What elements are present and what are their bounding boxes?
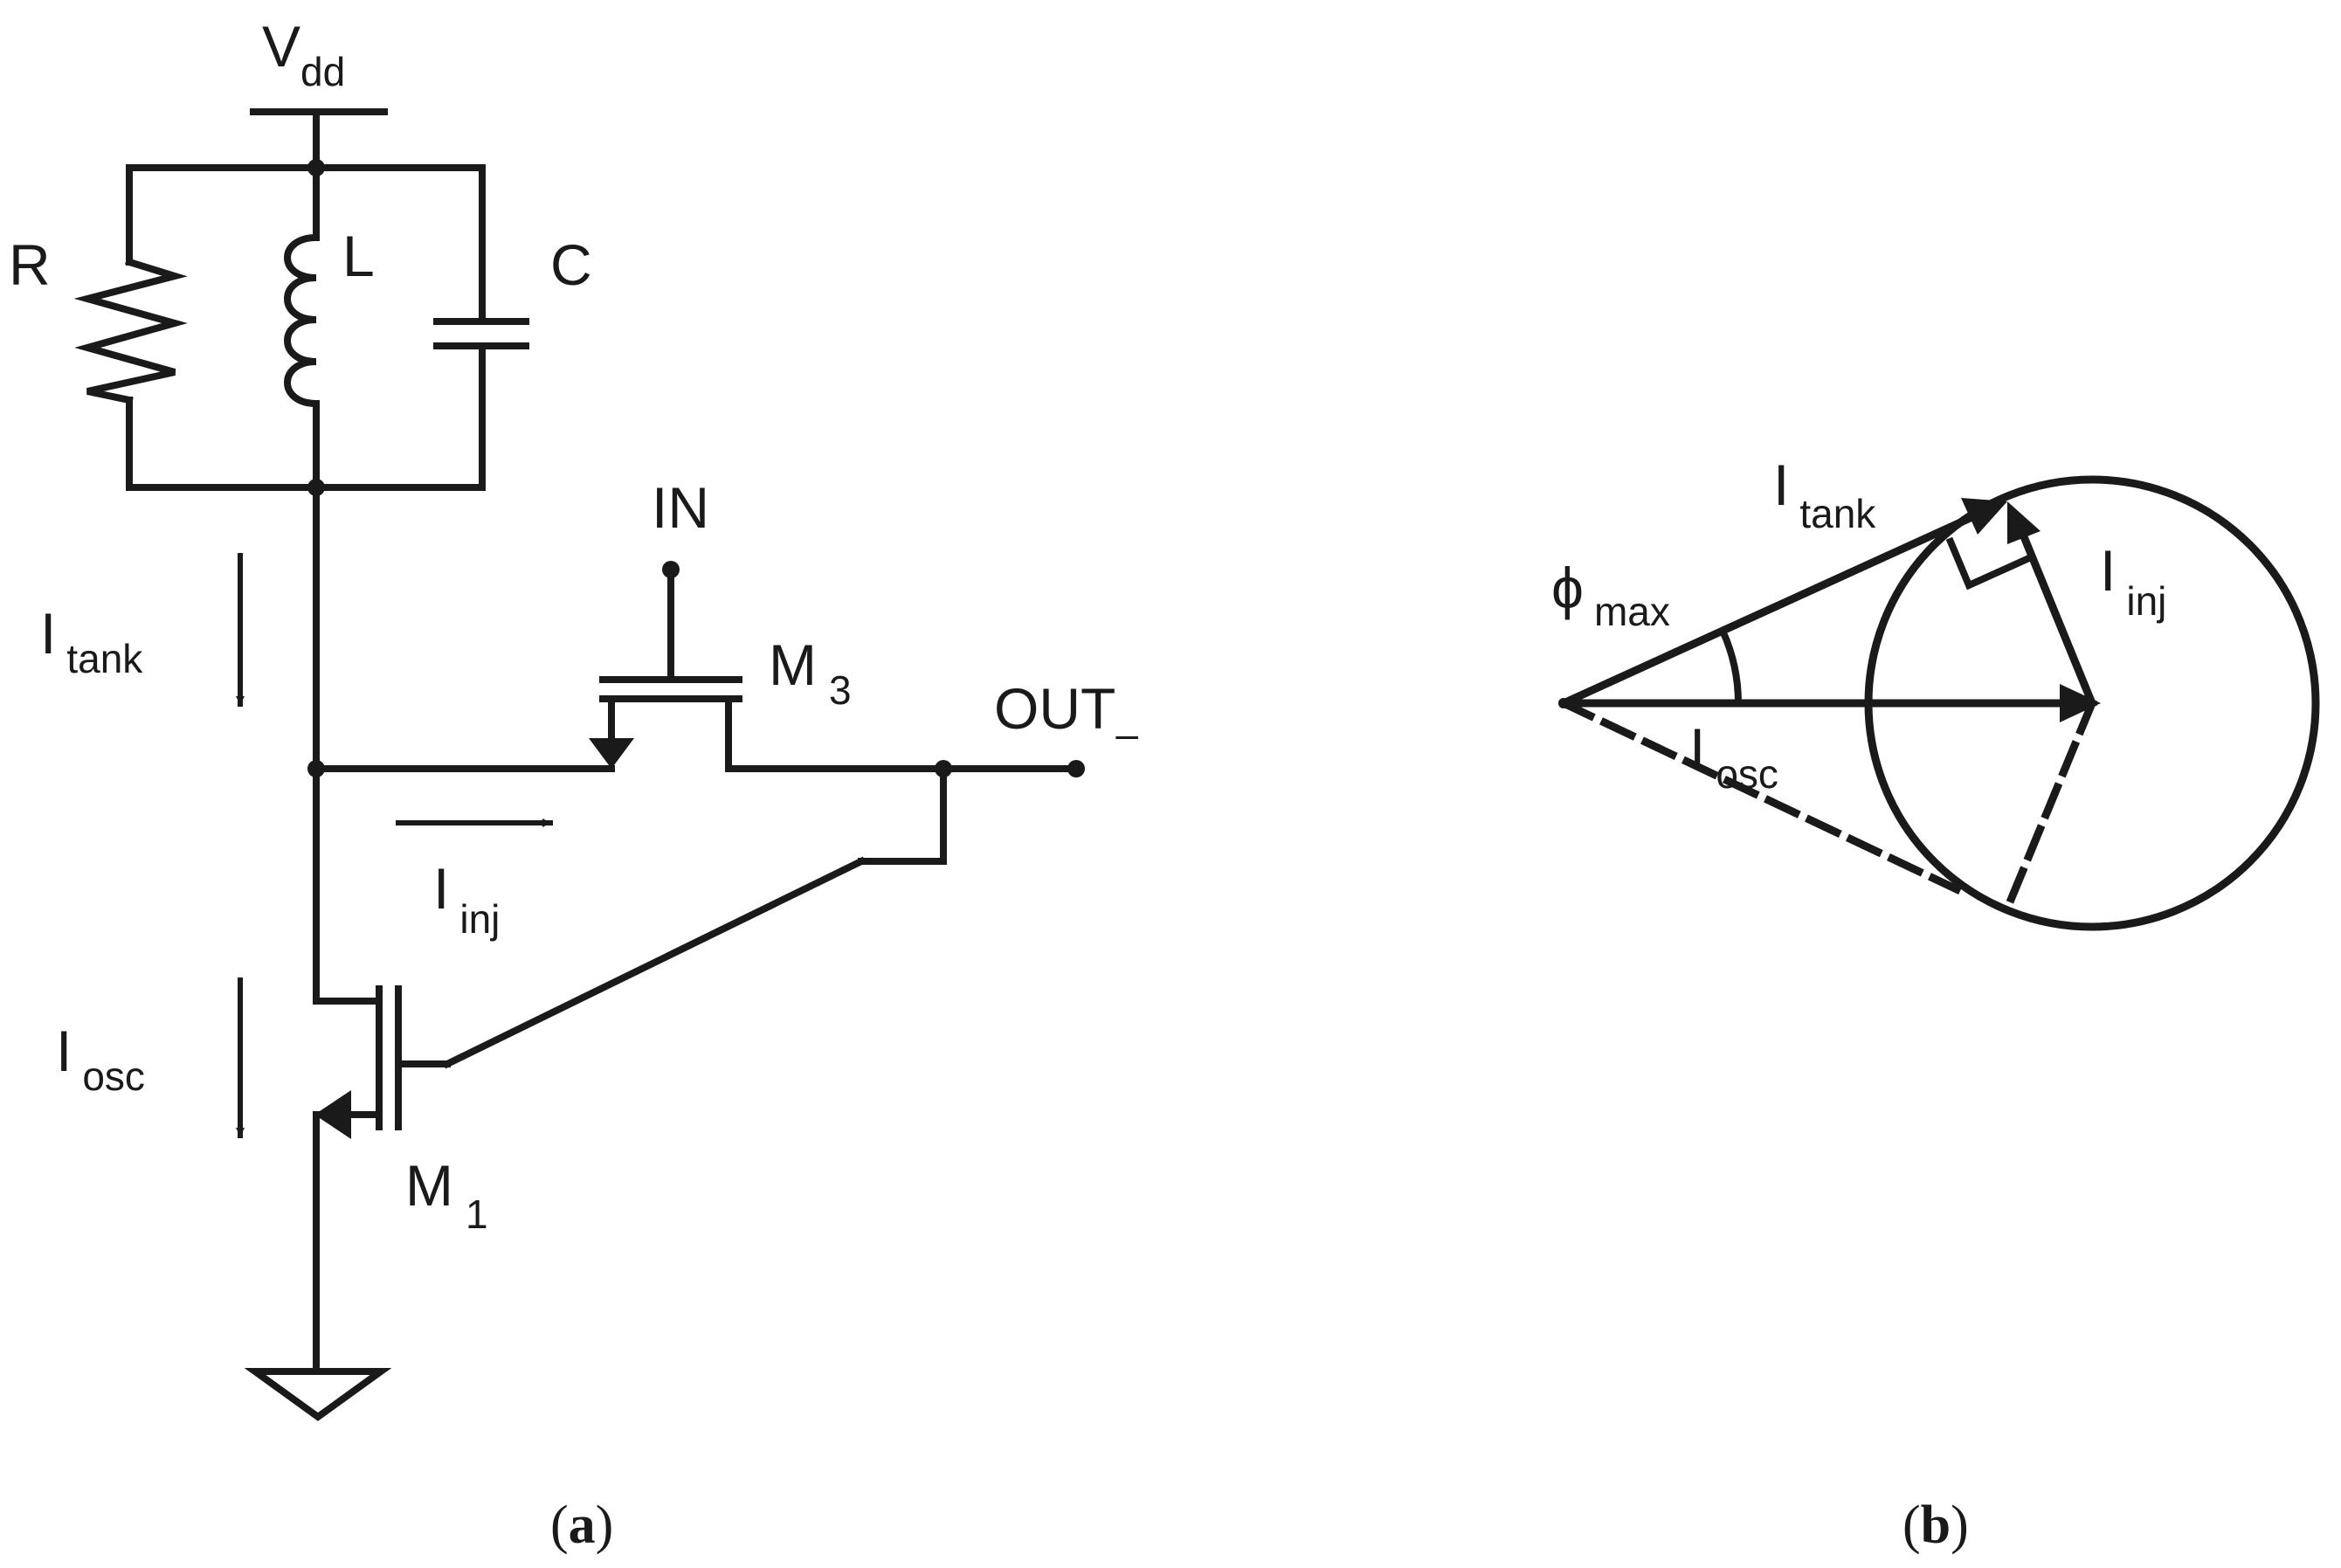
i-tank-vector <box>1558 510 1981 708</box>
i-osc-vector-head <box>2060 684 2101 722</box>
i-tank-vector-head <box>1961 498 2007 535</box>
caption-a: (a) <box>550 1495 613 1555</box>
resistor-zigzag <box>73 258 188 404</box>
node-vdd <box>307 159 325 176</box>
node-out-terminal <box>1067 760 1085 777</box>
node-tank-bottom <box>307 479 325 496</box>
phi-max-arc <box>1717 625 1743 708</box>
m3-source-arrow <box>589 738 634 769</box>
i-inj-vector <box>2018 529 2097 708</box>
caption-b: (b) <box>1902 1495 1969 1555</box>
node-m3-source <box>307 760 325 777</box>
tangent-dashed <box>1558 698 1962 895</box>
right-angle-marker <box>1945 536 2036 591</box>
ground-symbol <box>244 1368 392 1421</box>
label-out: OUT– <box>994 676 1138 756</box>
inductor-coil <box>284 233 321 408</box>
feedback-diagonal <box>442 856 867 1069</box>
label-vdd: Vdd <box>262 14 345 94</box>
radius-dashed <box>2004 698 2097 909</box>
label-l: L <box>342 224 375 288</box>
i-inj-vector-head <box>2007 501 2041 544</box>
circuit-nodes <box>307 159 1085 777</box>
node-feedback <box>935 760 952 777</box>
circuit-panel-a <box>73 108 1080 1421</box>
label-c: C <box>550 232 592 297</box>
label-r: R <box>9 232 51 297</box>
label-in: IN <box>652 475 709 540</box>
phasor-panel-b <box>1558 475 2320 931</box>
node-in-terminal <box>662 561 680 578</box>
origin-point <box>1558 698 1569 708</box>
m1-source-arrow <box>314 1090 351 1139</box>
